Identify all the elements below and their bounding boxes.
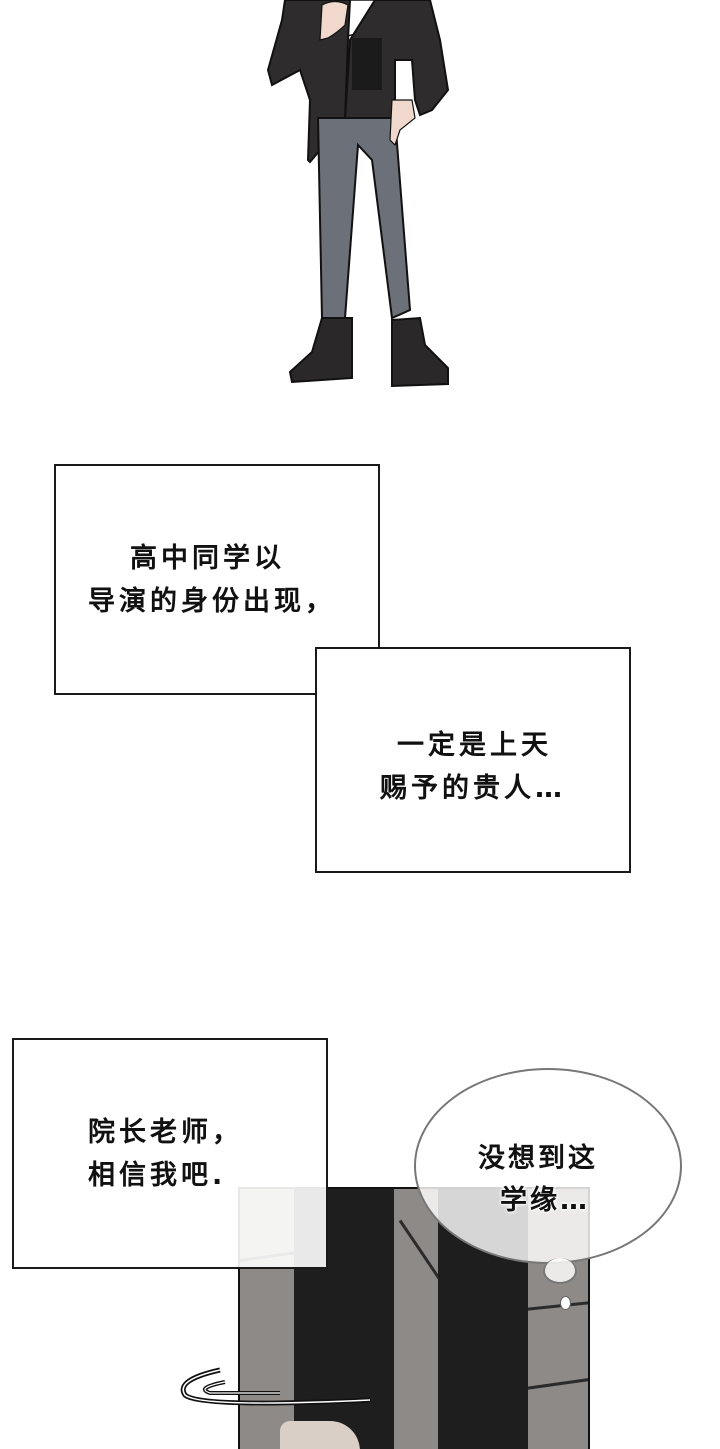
caption-box-3 [12,1038,328,1269]
caption-2-line-1: 一定是上天 [397,730,552,761]
standing-figure-art [266,0,450,388]
caption-overlap-mask [317,649,378,693]
caption-1-line-1: 高中同学以 [130,543,285,574]
bubble-line-2: 学缘… [500,1185,590,1216]
motion-swoosh-icon [180,1367,371,1406]
caption-3-line-2: 相信我吧. [88,1160,227,1191]
caption-1-line-2: 导演的身份出现， [88,586,336,617]
figure-illustration [0,0,720,400]
bubble-tail [543,1258,577,1284]
caption-2-line-2: 赐予的贵人… [380,773,566,804]
speech-bubble [414,1068,682,1264]
caption-3-line-1: 院长老师， [88,1117,243,1148]
bubble-line-1: 没想到这 [478,1143,598,1174]
bubble-dot [560,1296,571,1310]
